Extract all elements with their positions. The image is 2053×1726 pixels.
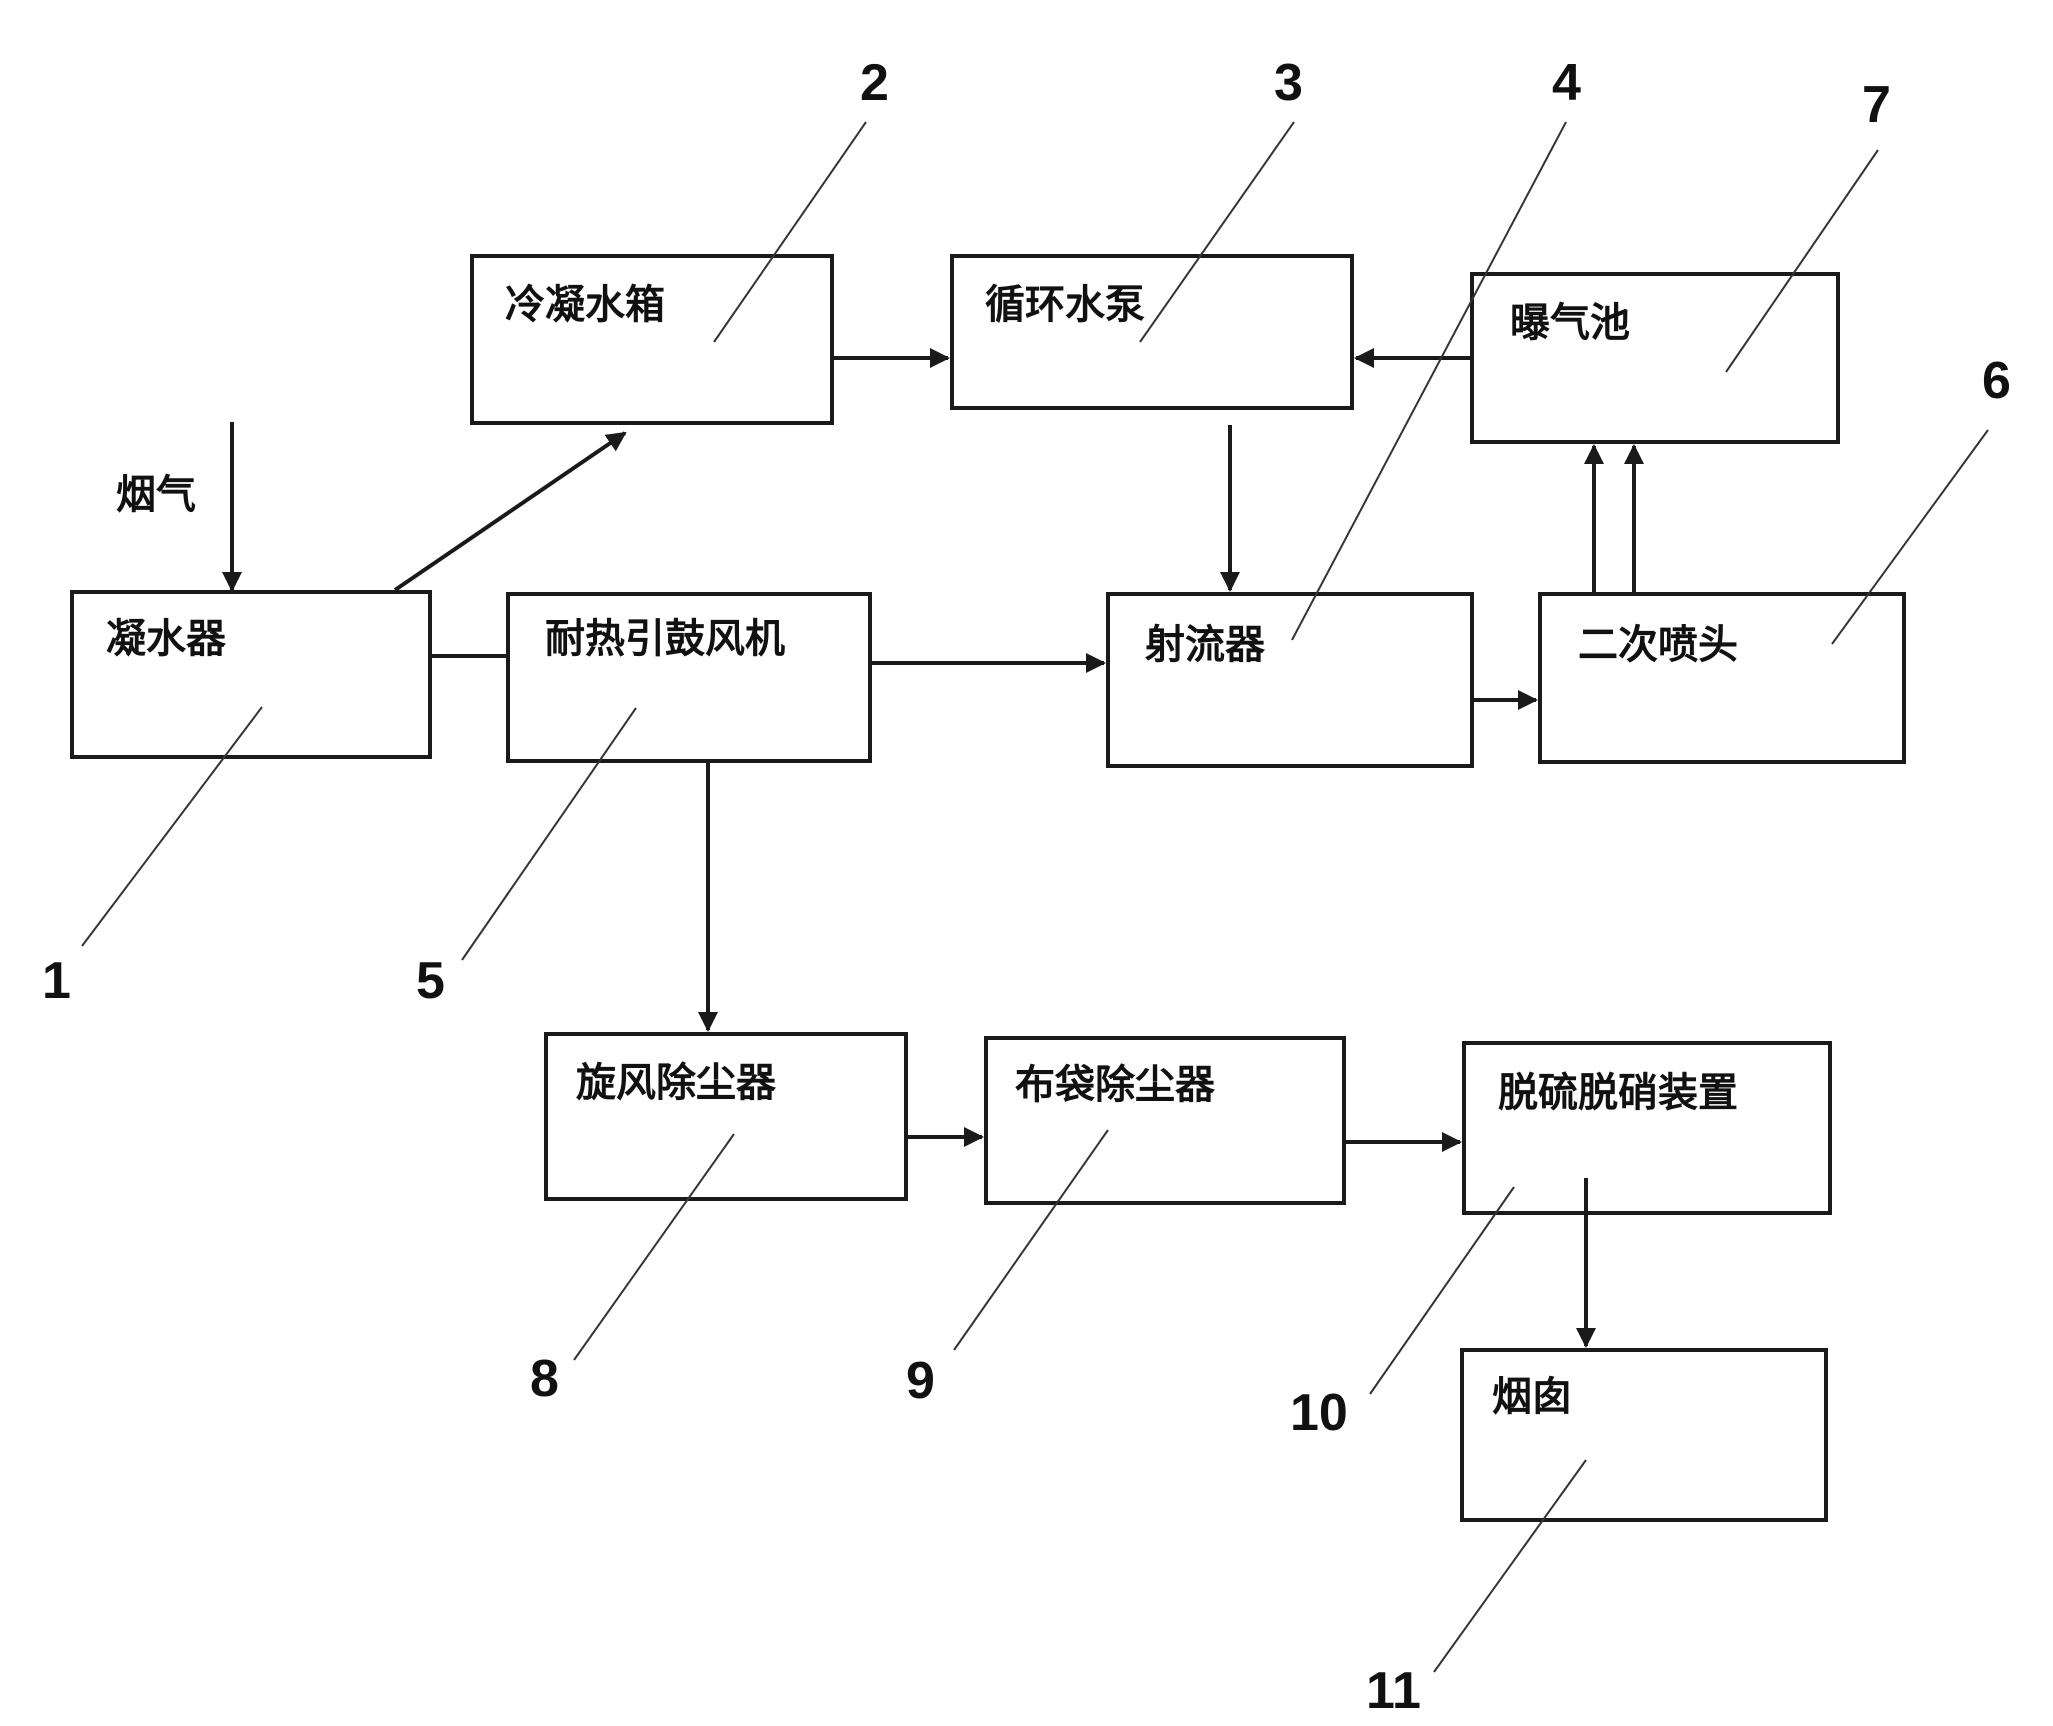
component-8-cyclone-dust-collector: 旋风除尘器 (544, 1032, 908, 1201)
ref-number-5: 5 (416, 952, 445, 1010)
component-label: 旋风除尘器 (576, 1060, 777, 1106)
ref-number-4: 4 (1552, 54, 1581, 112)
component-1-condenser: 凝水器 (70, 590, 432, 759)
ref-number-9: 9 (906, 1352, 935, 1410)
ref-number-6: 6 (1982, 352, 2011, 410)
leader-11 (1433, 1459, 1587, 1673)
ref-number-3: 3 (1274, 54, 1303, 112)
ref-number-1: 1 (42, 952, 71, 1010)
component-label: 冷凝水箱 (505, 282, 665, 328)
component-5-heat-resistant-fan: 耐热引鼓风机 (506, 592, 872, 763)
component-label: 脱硫脱硝装置 (1498, 1070, 1738, 1116)
leader-7 (1725, 149, 1879, 373)
component-2-condensate-tank: 冷凝水箱 (470, 254, 834, 425)
leader-5 (461, 707, 637, 961)
leader-8 (573, 1133, 735, 1361)
component-label: 循环水泵 (985, 282, 1145, 328)
arrow-1-to-2 (393, 431, 627, 592)
ref-number-2: 2 (860, 54, 889, 112)
component-label: 耐热引鼓风机 (545, 616, 785, 662)
component-3-circulating-pump: 循环水泵 (950, 254, 1354, 410)
component-11-chimney: 烟囱 (1460, 1348, 1828, 1522)
leader-10 (1369, 1186, 1515, 1395)
component-label: 烟囱 (1492, 1374, 1572, 1420)
component-4-ejector: 射流器 (1106, 592, 1474, 768)
leader-9 (953, 1129, 1109, 1351)
component-label: 射流器 (1145, 622, 1266, 668)
component-10-desulfurization-denitrification: 脱硫脱硝装置 (1462, 1041, 1832, 1215)
component-9-bag-filter: 布袋除尘器 (984, 1036, 1346, 1205)
component-label: 布袋除尘器 (1015, 1062, 1216, 1108)
ref-number-8: 8 (530, 1350, 559, 1408)
component-label: 凝水器 (106, 616, 227, 662)
component-7-aeration-tank: 曝气池 (1470, 272, 1840, 444)
component-label: 曝气池 (1510, 300, 1630, 346)
leader-1 (81, 706, 263, 947)
ref-number-7: 7 (1862, 76, 1891, 134)
leader-4 (1291, 121, 1567, 641)
leader-6 (1831, 429, 1989, 645)
leader-3 (1139, 121, 1295, 343)
flue-gas-input-label: 烟气 (116, 472, 196, 518)
component-label: 二次喷头 (1578, 622, 1738, 668)
ref-number-11: 11 (1366, 1662, 1421, 1720)
ref-number-10: 10 (1290, 1384, 1348, 1442)
component-6-secondary-nozzle: 二次喷头 (1538, 592, 1906, 764)
leader-2 (713, 121, 867, 343)
